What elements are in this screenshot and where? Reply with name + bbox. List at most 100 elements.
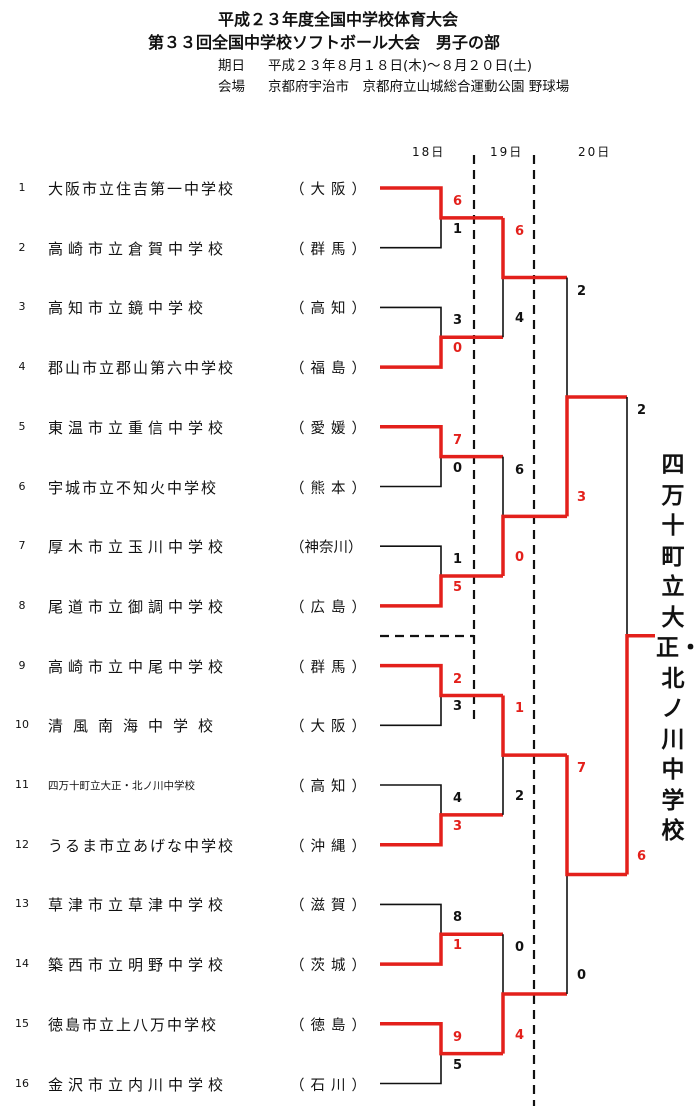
match-score: 9 <box>453 1029 463 1045</box>
team-number: 16 <box>15 1076 29 1090</box>
match-score: 2 <box>515 788 525 804</box>
team-number: 5 <box>18 419 26 433</box>
bracket-line-winner <box>501 695 567 757</box>
champion-name: 四万十町立大正・北ノ川中学校 <box>656 452 700 844</box>
bracket-line-winner <box>380 932 503 966</box>
match-score: 6 <box>515 462 525 478</box>
team-prefecture: （福島） <box>290 361 372 378</box>
match-score: 0 <box>515 550 525 566</box>
team-prefecture: （滋賀） <box>290 898 372 915</box>
bracket-line-winner <box>380 663 503 698</box>
bracket-line-winner <box>380 1022 503 1056</box>
bracket-line-winner <box>380 186 503 220</box>
team-school-name: 築西市立明野中学校 <box>48 956 229 975</box>
period-value: 平成２３年８月１８日(木)～８月２０日(土) <box>268 58 533 74</box>
team-prefecture: （石川） <box>290 1077 372 1094</box>
team-number: 10 <box>15 718 29 732</box>
match-score: 3 <box>453 313 463 329</box>
title-line-1: 平成２３年度全国中学校体育大会 <box>218 10 459 29</box>
bracket-line-winner <box>501 514 567 577</box>
bracket-line-winner <box>380 574 503 608</box>
team-number: 11 <box>15 778 29 791</box>
bracket-line-loser <box>380 903 442 935</box>
match-score: 0 <box>453 341 463 357</box>
bracket-line-loser <box>380 217 442 249</box>
team-prefecture: （神奈川） <box>290 540 363 557</box>
match-score: 1 <box>453 221 463 237</box>
team-prefecture: （沖縄） <box>290 838 372 855</box>
team-prefecture: （群馬） <box>290 659 372 676</box>
bracket-line-loser <box>380 456 442 488</box>
team-number: 15 <box>15 1016 29 1030</box>
bracket-line-winner <box>501 992 567 1054</box>
team-school-name: 四万十町立大正・北ノ川中学校 <box>48 780 195 792</box>
team-number: 6 <box>18 479 26 493</box>
team-school-name: うるま市立あげな中学校 <box>48 836 236 855</box>
match-score: 3 <box>453 818 463 834</box>
team-prefecture: （広島） <box>290 599 372 616</box>
team-number: 3 <box>18 300 26 314</box>
team-number: 13 <box>15 897 29 911</box>
team-number: 1 <box>18 181 26 194</box>
match-score: 5 <box>453 1057 463 1073</box>
match-score: 1 <box>453 938 463 954</box>
bracket-line-loser <box>380 306 442 338</box>
match-score: 3 <box>453 699 463 715</box>
match-score: 4 <box>515 1027 525 1043</box>
team-prefecture: （大阪） <box>290 719 372 736</box>
match-score: 3 <box>577 490 587 506</box>
match-score: 4 <box>453 791 463 806</box>
team-school-name: 高崎市立中尾中学校 <box>48 657 229 676</box>
team-number: 4 <box>18 360 26 374</box>
match-score: 6 <box>453 194 463 209</box>
team-school-name: 尾道市立御調中学校 <box>48 597 229 616</box>
team-school-name: 草津市立草津中学校 <box>48 896 229 915</box>
match-score: 6 <box>637 848 647 864</box>
day-label-19: 19日 <box>490 145 524 159</box>
team-school-name: 厚木市立玉川中学校 <box>48 538 229 557</box>
team-number: 14 <box>15 957 29 971</box>
bracket-line-winner <box>625 634 655 875</box>
match-score: 1 <box>515 701 525 717</box>
team-number: 12 <box>15 837 29 851</box>
team-prefecture: （高知） <box>290 779 372 795</box>
team-number: 9 <box>18 658 26 672</box>
match-score: 2 <box>577 283 587 299</box>
match-score: 5 <box>453 579 463 595</box>
team-prefecture: （愛媛） <box>290 420 372 437</box>
team-prefecture: （群馬） <box>290 241 372 258</box>
team-school-name: 高崎市立倉賀中学校 <box>48 239 229 258</box>
team-prefecture: （大阪） <box>290 182 372 198</box>
match-score: 1 <box>453 552 463 568</box>
team-school-name: 清風南海中学校 <box>48 717 224 736</box>
team-number: 8 <box>18 598 26 612</box>
team-school-name: 徳島市立上八万中学校 <box>48 1015 219 1034</box>
team-school-name: 金沢市立内川中学校 <box>48 1075 229 1094</box>
match-score: 6 <box>515 223 525 239</box>
bracket-line-winner <box>565 395 627 517</box>
match-score: 8 <box>453 910 463 926</box>
team-prefecture: （茨城） <box>290 958 372 975</box>
match-score: 0 <box>453 460 463 476</box>
match-score: 7 <box>453 432 463 448</box>
team-prefecture: （高知） <box>290 301 372 318</box>
match-score: 0 <box>515 940 525 956</box>
bracket-line-loser <box>380 1053 442 1085</box>
team-number: 7 <box>18 539 26 553</box>
day-label-18: 18日 <box>412 145 446 159</box>
title-line-2: 第３３回全国中学校ソフトボール大会 男子の部 <box>148 33 501 52</box>
match-score: 0 <box>577 967 587 983</box>
bracket-line-winner <box>565 755 627 877</box>
match-score: 2 <box>637 402 647 418</box>
venue-value: 京都府宇治市 京都府立山城総合運動公園 野球場 <box>268 79 570 95</box>
team-school-name: 宇城市立不知火中学校 <box>48 478 219 497</box>
match-score: 7 <box>577 761 587 777</box>
bracket-line-winner <box>380 425 503 459</box>
match-score: 4 <box>515 311 525 327</box>
team-school-name: 東温市立重信中学校 <box>48 418 229 437</box>
team-school-name: 大阪市立住吉第一中学校 <box>48 180 236 198</box>
match-score: 2 <box>453 671 463 687</box>
team-prefecture: （徳島） <box>290 1017 372 1034</box>
bracket-line-loser <box>380 784 442 815</box>
